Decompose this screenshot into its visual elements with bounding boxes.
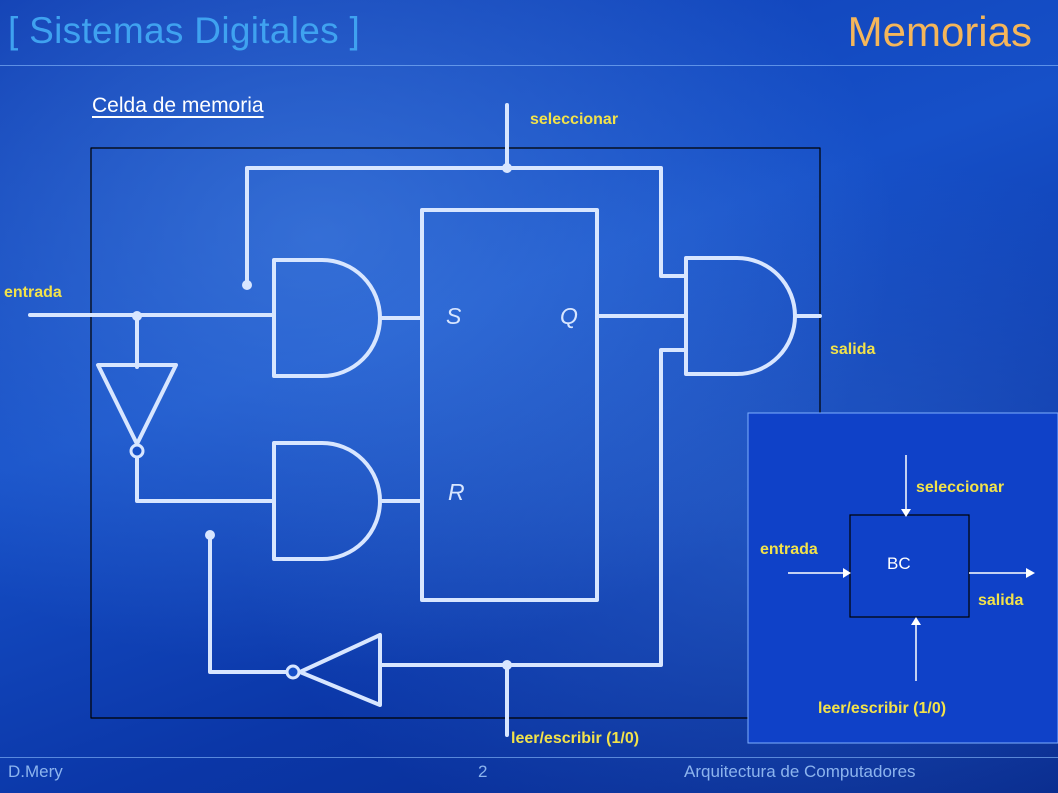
bc-box [849, 514, 970, 618]
footer-author: D.Mery [8, 762, 63, 781]
junction-rw-end [205, 530, 215, 540]
header-divider [0, 65, 1058, 66]
junction-select-and [242, 280, 252, 290]
and-gate-reset [272, 441, 382, 561]
junction-input [132, 311, 142, 321]
latch-r-label: R [448, 479, 465, 505]
slide-topic: Memorias [847, 8, 1032, 55]
latch-q-label: Q [560, 303, 578, 329]
inverter-output-wire [135, 456, 276, 503]
label-rw: leer/escribir (1/0) [511, 730, 639, 747]
input-inverter [96, 363, 178, 446]
rw-inverter [298, 633, 382, 707]
junction-select [502, 163, 512, 173]
bc-label-rw: leer/escribir (1/0) [818, 700, 946, 717]
label-input: entrada [4, 284, 62, 301]
slide-title: [ Sistemas Digitales ] [8, 10, 361, 51]
bc-rw-arrow [911, 617, 921, 625]
footer-course: Arquitectura de Computadores [684, 762, 916, 781]
bc-output-arrow [1026, 568, 1035, 578]
footer-divider [0, 757, 1058, 758]
bc-label-select: seleccionar [916, 479, 1004, 496]
sr-latch [420, 208, 599, 602]
label-output: salida [830, 341, 875, 358]
bc-label-output: salida [978, 592, 1023, 609]
bc-input-arrow [843, 568, 851, 578]
and-gate-output [684, 256, 797, 376]
rw-bus [378, 348, 688, 667]
circuit-frame [90, 147, 821, 719]
bc-label-input: entrada [760, 541, 818, 558]
latch-s-label: S [446, 303, 462, 329]
bc-label: BC [887, 554, 911, 573]
junction-rw [502, 660, 512, 670]
block-diagram-inset: BC seleccionar entrada salida leer/escri… [747, 412, 1058, 744]
label-select: seleccionar [530, 111, 618, 128]
select-bus [245, 166, 688, 287]
and-gate-set [272, 258, 382, 378]
footer-page-number: 2 [478, 762, 488, 781]
rw-inverter-bubble [285, 664, 301, 680]
section-title: Celda de memoria [92, 94, 264, 117]
bc-select-arrow [901, 509, 911, 517]
input-inverter-bubble [129, 443, 145, 459]
rw-inverter-output [208, 533, 289, 674]
